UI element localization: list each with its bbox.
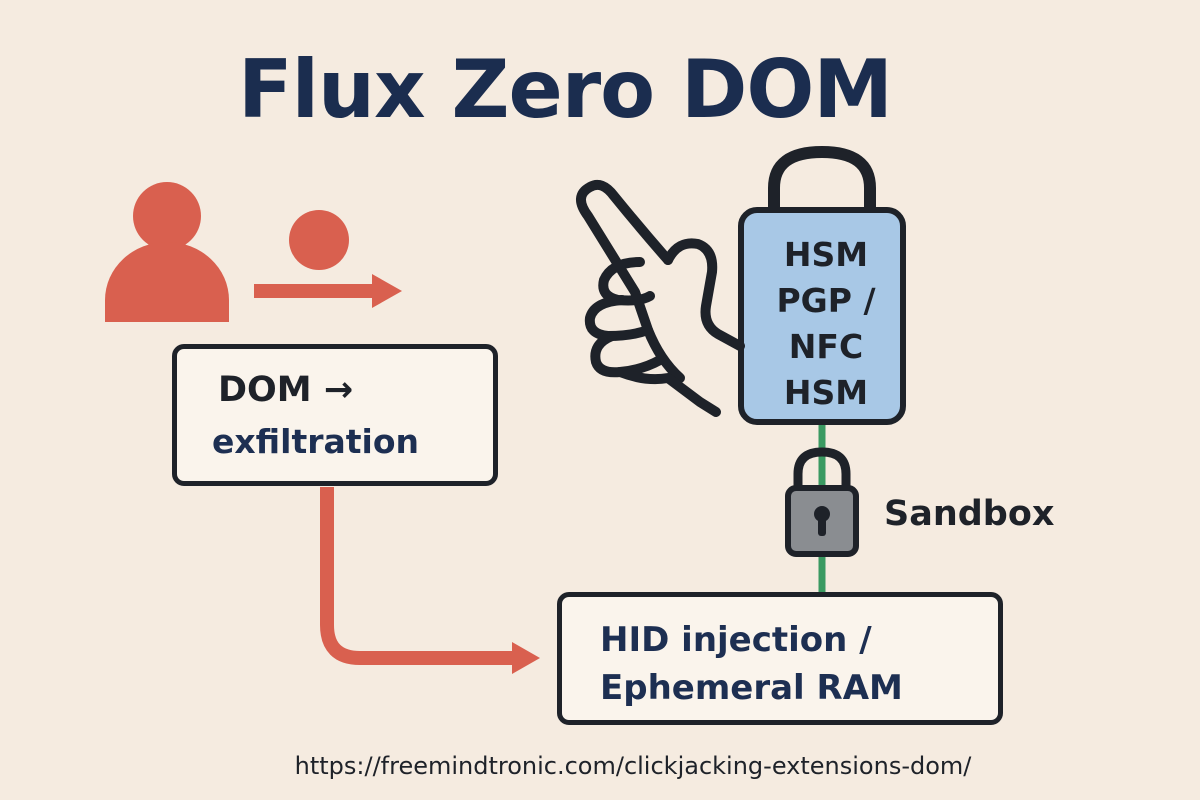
dom-exfiltration-box <box>172 344 498 486</box>
pointing-hand-icon <box>576 179 745 417</box>
hsm-line: HSM <box>783 235 869 274</box>
hid-box-line2: Ephemeral RAM <box>600 668 903 708</box>
hsm-line: NFC <box>788 327 864 366</box>
dom-box-line2: exfiltration <box>212 422 420 461</box>
dom-box-line1: DOM → <box>218 370 354 410</box>
users-icon <box>105 182 349 322</box>
flow-arrow <box>320 487 540 674</box>
source-url: https://freemindtronic.com/clickjacking-… <box>294 752 972 780</box>
diagram-title: Flux Zero DOM <box>237 43 893 136</box>
hid-injection-box <box>557 592 1003 725</box>
hsm-padlock-label: HSM PGP / NFC HSM <box>746 232 906 416</box>
arrow-right-icon <box>254 274 402 308</box>
hsm-line: PGP / <box>776 281 876 320</box>
hid-box-line1: HID injection / <box>600 620 872 660</box>
hsm-line: HSM <box>783 373 869 412</box>
hsm-padlock-icon <box>738 145 906 425</box>
sandbox-padlock-icon <box>785 447 859 557</box>
sandbox-label: Sandbox <box>884 494 1055 534</box>
